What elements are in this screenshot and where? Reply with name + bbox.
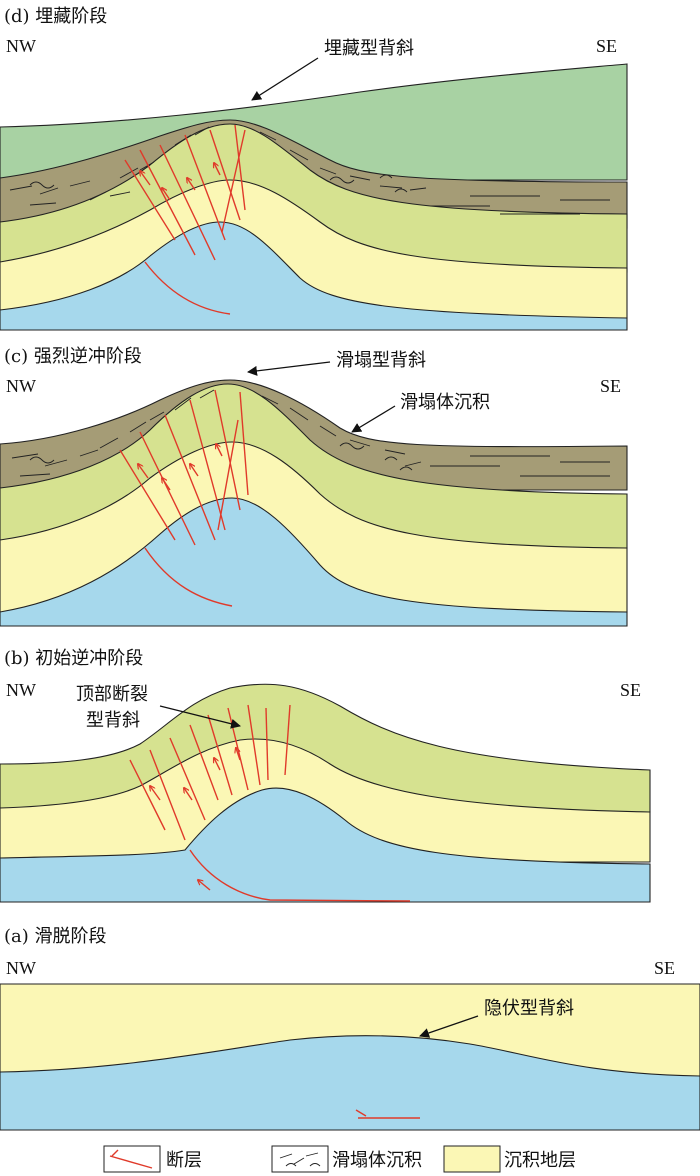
- legend-label-slump: 滑塌体沉积: [332, 1150, 422, 1171]
- b-annotation-line1: 顶部断裂: [76, 684, 148, 705]
- legend: 断层 滑塌体沉积 沉积地层: [103, 1145, 576, 1173]
- panel-b-se: SE: [620, 680, 641, 700]
- panel-d-nw: NW: [6, 36, 36, 56]
- a-fault-tip: [355, 1109, 367, 1117]
- panel-d: (d) 埋藏阶段 NW SE: [0, 6, 628, 331]
- legend-item-slump: 滑塌体沉积: [271, 1145, 422, 1173]
- panel-c-nw: NW: [6, 376, 36, 396]
- c-annotation-arrow-2: [351, 405, 396, 433]
- c-annotation-slump-anticline: 滑塌型背斜: [336, 350, 426, 371]
- d-annotation-arrow: [251, 57, 319, 101]
- panel-c-title: (c) 强烈逆冲阶段: [4, 346, 142, 367]
- panel-b-nw: NW: [6, 680, 36, 700]
- d-faults: [124, 124, 246, 315]
- panel-c: (c) 强烈逆冲阶段 NW SE: [0, 346, 628, 627]
- panel-d-se: SE: [596, 36, 617, 56]
- panel-a-nw: NW: [6, 958, 36, 978]
- a-annotation-concealed-anticline: 隐伏型背斜: [484, 998, 574, 1019]
- slump-deposit-icon: [271, 1145, 329, 1173]
- b-blue-basement: [0, 787, 651, 903]
- d-annotation-buried-anticline: 埋藏型背斜: [324, 38, 414, 59]
- b-annotation-arrow: [159, 705, 241, 729]
- c-blue-basement: [0, 497, 628, 627]
- sediment-layer-icon: [443, 1145, 501, 1173]
- c-slump-texture: [11, 389, 610, 477]
- panel-c-se: SE: [600, 376, 621, 396]
- legend-label-sediment: 沉积地层: [504, 1150, 576, 1171]
- legend-item-fault: 断层: [103, 1145, 202, 1173]
- b-annotation-line2: 型背斜: [86, 710, 140, 731]
- a-blue-basement: [0, 1035, 700, 1131]
- d-blue-basement: [0, 221, 628, 331]
- d-slump-texture: [9, 126, 610, 215]
- c-annotation-arrow-1: [247, 361, 331, 376]
- panel-b: (b) 初始逆冲阶段 NW SE 顶部断裂 型背斜: [0, 648, 651, 903]
- panel-d-title: (d) 埋藏阶段: [4, 6, 107, 27]
- legend-item-sediment: 沉积地层: [443, 1145, 576, 1173]
- a-annotation-arrow: [419, 1015, 479, 1038]
- c-annotation-slump-deposit: 滑塌体沉积: [400, 392, 490, 413]
- c-faults: [119, 389, 249, 607]
- b-yellow-layer: [0, 738, 651, 863]
- legend-label-fault: 断层: [166, 1150, 202, 1171]
- panel-a-se: SE: [654, 958, 675, 978]
- panel-a: (a) 滑脱阶段 NW SE 隐伏型背斜: [0, 926, 700, 1131]
- panel-b-title: (b) 初始逆冲阶段: [4, 648, 143, 669]
- panel-a-title: (a) 滑脱阶段: [4, 926, 107, 947]
